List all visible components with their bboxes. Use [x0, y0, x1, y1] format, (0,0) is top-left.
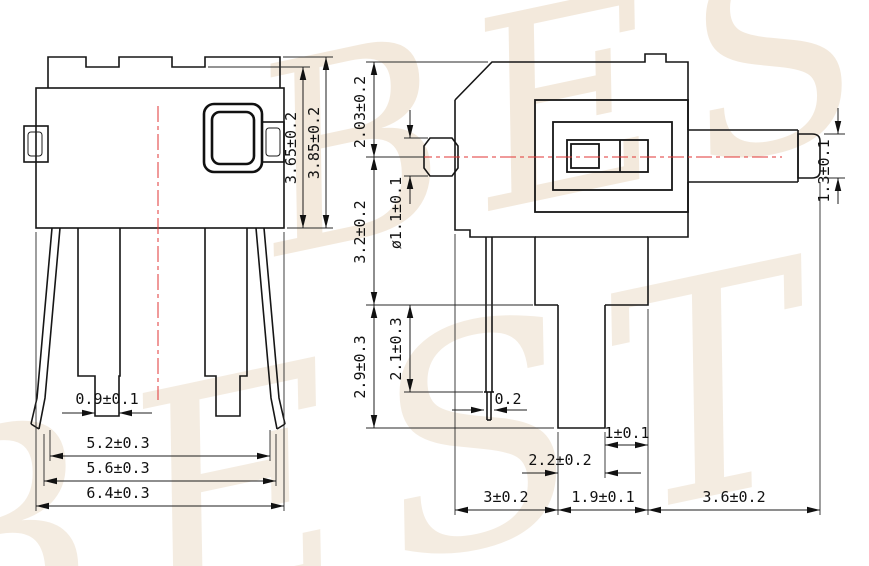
- side-foot: [557, 305, 606, 429]
- dim-side-2-1: 2.1±0.3: [387, 317, 405, 380]
- dim-side-pin-thickness: 0.2: [494, 390, 521, 408]
- dim-side-1: 1±0.1: [604, 424, 649, 442]
- dim-side-3-2: 3.2±0.2: [351, 200, 369, 263]
- side-shaft-cap: [797, 133, 821, 179]
- dim-side-3: 3±0.2: [483, 488, 528, 506]
- front-button-outer: [202, 102, 264, 174]
- front-view-dimensions: 3.65±0.2 3.85±0.2 0.9±0.1 5.2±0.3 5.6±0.…: [35, 56, 333, 511]
- side-view-dimensions: 2.03±0.2 3.2±0.2 2.9±0.3 ø1.1±0.1 2.1±0.…: [351, 61, 845, 515]
- dim-side-knob-diameter: ø1.1±0.1: [387, 177, 405, 249]
- front-button-inner: [210, 110, 256, 166]
- side-pin: [484, 237, 494, 421]
- side-knob: [423, 137, 459, 177]
- front-leg-left: [77, 228, 121, 417]
- dim-side-shaft-height: 1.3±0.1: [815, 139, 833, 202]
- dim-side-1-9: 1.9±0.1: [571, 488, 634, 506]
- dim-side-2-2: 2.2±0.2: [528, 451, 591, 469]
- dim-front-height-3-65: 3.65±0.2: [282, 112, 300, 184]
- side-view-part: [423, 53, 821, 429]
- side-housing: [534, 99, 689, 213]
- dim-front-leg-width: 0.9±0.1: [75, 390, 138, 408]
- dim-side-2-9: 2.9±0.3: [351, 335, 369, 398]
- dim-side-2-03: 2.03±0.2: [351, 76, 369, 148]
- dim-front-span-5-2: 5.2±0.3: [86, 434, 149, 452]
- dim-front-span-6-4: 6.4±0.3: [86, 484, 149, 502]
- front-left-tab: [23, 125, 49, 163]
- front-body: [35, 87, 285, 229]
- dim-front-height-3-85: 3.85±0.2: [305, 107, 323, 179]
- dim-side-3-6: 3.6±0.2: [702, 488, 765, 506]
- front-view-part: [23, 56, 286, 430]
- dim-front-span-5-6: 5.6±0.3: [86, 459, 149, 477]
- front-leg-right: [204, 228, 248, 417]
